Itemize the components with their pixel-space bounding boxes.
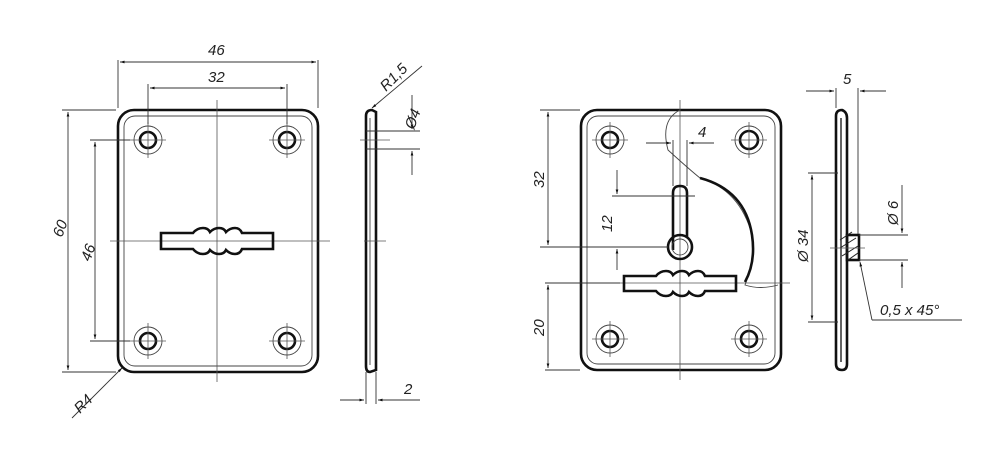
dim-hole-diameter: Ø4 bbox=[401, 107, 424, 133]
mounting-hole-bottom-right bbox=[269, 323, 305, 359]
mounting-hole-bottom-right-right bbox=[731, 321, 767, 357]
dim-width-holes: 32 bbox=[208, 69, 225, 86]
dim-slot-length: 12 bbox=[599, 215, 616, 232]
dim-top-to-pin: 32 bbox=[531, 171, 548, 188]
dim-width-overall: 46 bbox=[208, 42, 225, 59]
dim-corner-radius: R4 bbox=[71, 391, 97, 417]
mounting-hole-top-right bbox=[269, 122, 305, 158]
dim-disk-diameter: Ø 34 bbox=[795, 229, 812, 263]
mounting-hole-bottom-left-right bbox=[592, 321, 628, 357]
plate-outline-right bbox=[579, 108, 783, 372]
pin-section bbox=[845, 233, 861, 262]
front-view-right: 32 12 4 20 bbox=[531, 100, 790, 380]
dim-chamfer: 0,5 x 45° bbox=[880, 302, 939, 319]
dim-height-overall: 60 bbox=[50, 217, 72, 239]
side-profile-right bbox=[834, 108, 849, 372]
keyhole-slot bbox=[159, 226, 275, 256]
dim-pin-diameter: Ø 6 bbox=[885, 200, 902, 226]
mounting-hole-bottom-left bbox=[130, 323, 166, 359]
side-view-left: Ø4 R1,5 2 bbox=[340, 60, 425, 404]
cover-disk-edge bbox=[699, 176, 755, 283]
dim-bottom-to-keyhole: 20 bbox=[531, 319, 548, 337]
dim-depth: 5 bbox=[843, 71, 852, 88]
mounting-hole-top-right-right bbox=[731, 122, 767, 158]
pin-slot bbox=[671, 184, 689, 250]
side-view-right: 5 Ø 34 Ø 6 0,5 x 45° bbox=[795, 71, 962, 372]
cutaway-line bbox=[665, 109, 779, 288]
mounting-hole-top-left-right bbox=[592, 122, 628, 158]
dim-slot-width: 4 bbox=[698, 124, 706, 141]
mounting-hole-top-left bbox=[130, 122, 166, 158]
dim-thickness: 2 bbox=[403, 381, 413, 398]
keyhole-slot-right bbox=[622, 269, 738, 298]
dim-height-holes: 46 bbox=[78, 241, 100, 263]
front-view-left: 46 32 60 46 R4 bbox=[50, 42, 330, 419]
side-profile bbox=[364, 108, 378, 374]
